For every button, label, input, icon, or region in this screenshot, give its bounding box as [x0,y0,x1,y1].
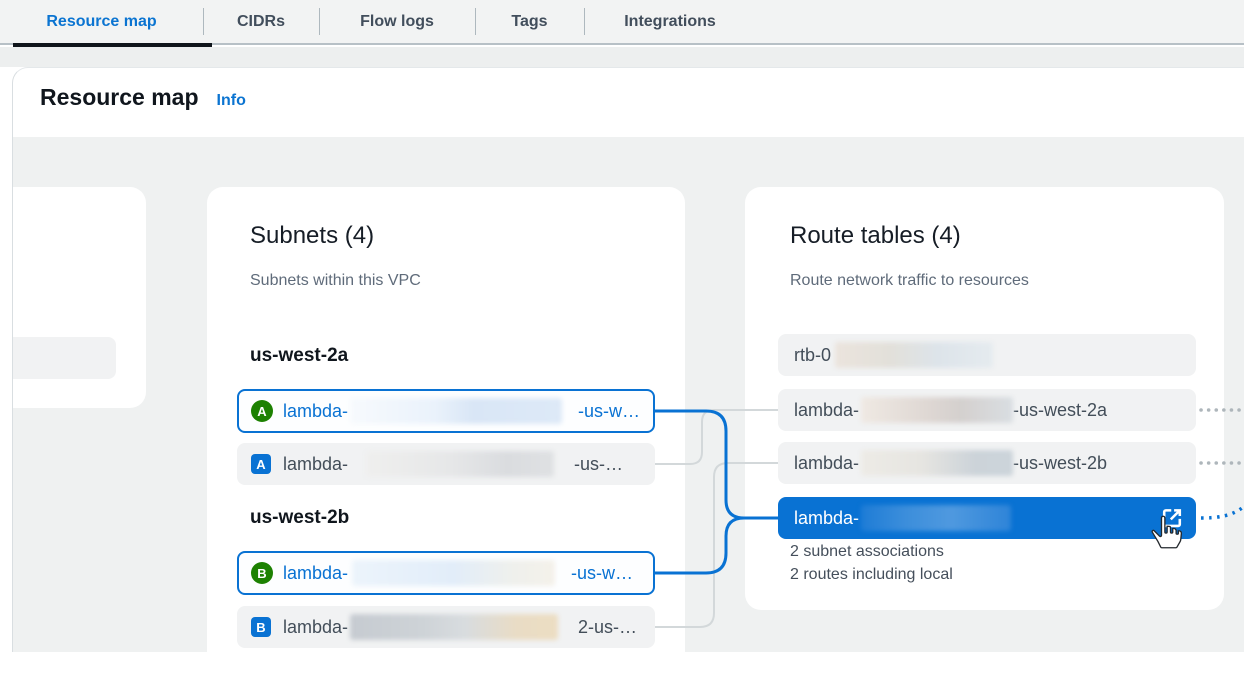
subnet-selected-badge-icon: B [251,562,273,584]
redacted-text-blur [350,398,563,424]
subnet-item-b2[interactable]: B lambda- 2-us-… [237,606,655,648]
tab-bar: Resource map CIDRs Flow logs Tags Integr… [0,0,1244,45]
tab-tags[interactable]: Tags [475,0,584,44]
route-table-item-us-west-2b[interactable]: lambda- -us-west-2b [778,442,1196,484]
route-table-detail-routes: 2 routes including local [790,566,953,583]
route-table-name-prefix: lambda- [794,507,860,528]
subnet-name-suffix: 2-us-… [578,616,638,637]
subnet-item-selected-a[interactable]: A lambda- -us-w… [237,389,655,433]
subnet-name-suffix: -us-… [574,453,624,474]
route-table-detail-associations: 2 subnet associations [790,543,944,560]
tab-cidrs[interactable]: CIDRs [203,0,319,44]
route-tables-card-title: Route tables (4) [790,222,961,249]
subnets-card-title: Subnets (4) [250,222,375,249]
active-tab-underline [13,43,212,47]
panel-header: Resource map Info [40,84,246,111]
subnet-name-suffix: -us-w… [578,400,641,421]
route-table-name-suffix: -us-west-2b [1013,452,1108,473]
page-background-strip [0,47,1244,67]
redacted-text-blur [350,614,559,640]
route-table-name-prefix: lambda- [794,399,860,420]
external-link-icon[interactable] [1160,506,1184,530]
subnet-badge-icon: B [251,617,271,637]
subnets-card [207,187,685,687]
tab-flow-logs[interactable]: Flow logs [319,0,475,44]
redacted-text-blur [352,560,556,586]
subnet-item-a2[interactable]: A lambda- -us-… [237,443,655,485]
info-link[interactable]: Info [216,92,246,109]
tab-label: Resource map [46,12,157,30]
tab-integrations[interactable]: Integrations [584,0,756,44]
route-table-name-prefix: lambda- [794,452,860,473]
subnet-name-prefix: lambda- [283,616,349,637]
vpc-item-partial[interactable] [13,337,116,379]
tab-label: Tags [511,12,548,30]
subnet-badge-icon: A [251,454,271,474]
subnet-selected-badge-icon: A [251,400,273,422]
route-table-item-selected[interactable]: lambda- [778,497,1196,539]
subnets-card-subtitle: Subnets within this VPC [250,272,421,289]
tab-resource-map[interactable]: Resource map [0,0,203,44]
route-table-item-us-west-2a[interactable]: lambda- -us-west-2a [778,389,1196,431]
route-table-name-prefix: rtb-0 [794,344,832,365]
tab-label: Flow logs [360,12,434,30]
subnet-name-prefix: lambda- [283,400,349,421]
az-label-us-west-2b: us-west-2b [250,507,350,528]
tab-label: Integrations [624,12,716,30]
route-tables-card-subtitle: Route network traffic to resources [790,272,1029,289]
subnet-item-selected-b[interactable]: B lambda- -us-w… [237,551,655,595]
redacted-text-blur [861,397,1014,423]
page-title: Resource map [40,84,199,110]
route-table-name-suffix: -us-west-2a [1013,399,1108,420]
redacted-text-blur [861,450,1014,476]
tab-label: CIDRs [236,12,285,30]
subnet-name-suffix: -us-w… [571,562,634,583]
az-label-us-west-2a: us-west-2a [250,345,349,366]
subnet-name-prefix: lambda- [283,562,349,583]
route-table-item-rtb[interactable]: rtb-0 [778,334,1196,376]
subnet-name-prefix: lambda- [283,453,349,474]
redacted-text-blur [366,451,555,477]
redacted-text-blur [835,342,994,368]
redacted-text-blur [861,505,1012,531]
